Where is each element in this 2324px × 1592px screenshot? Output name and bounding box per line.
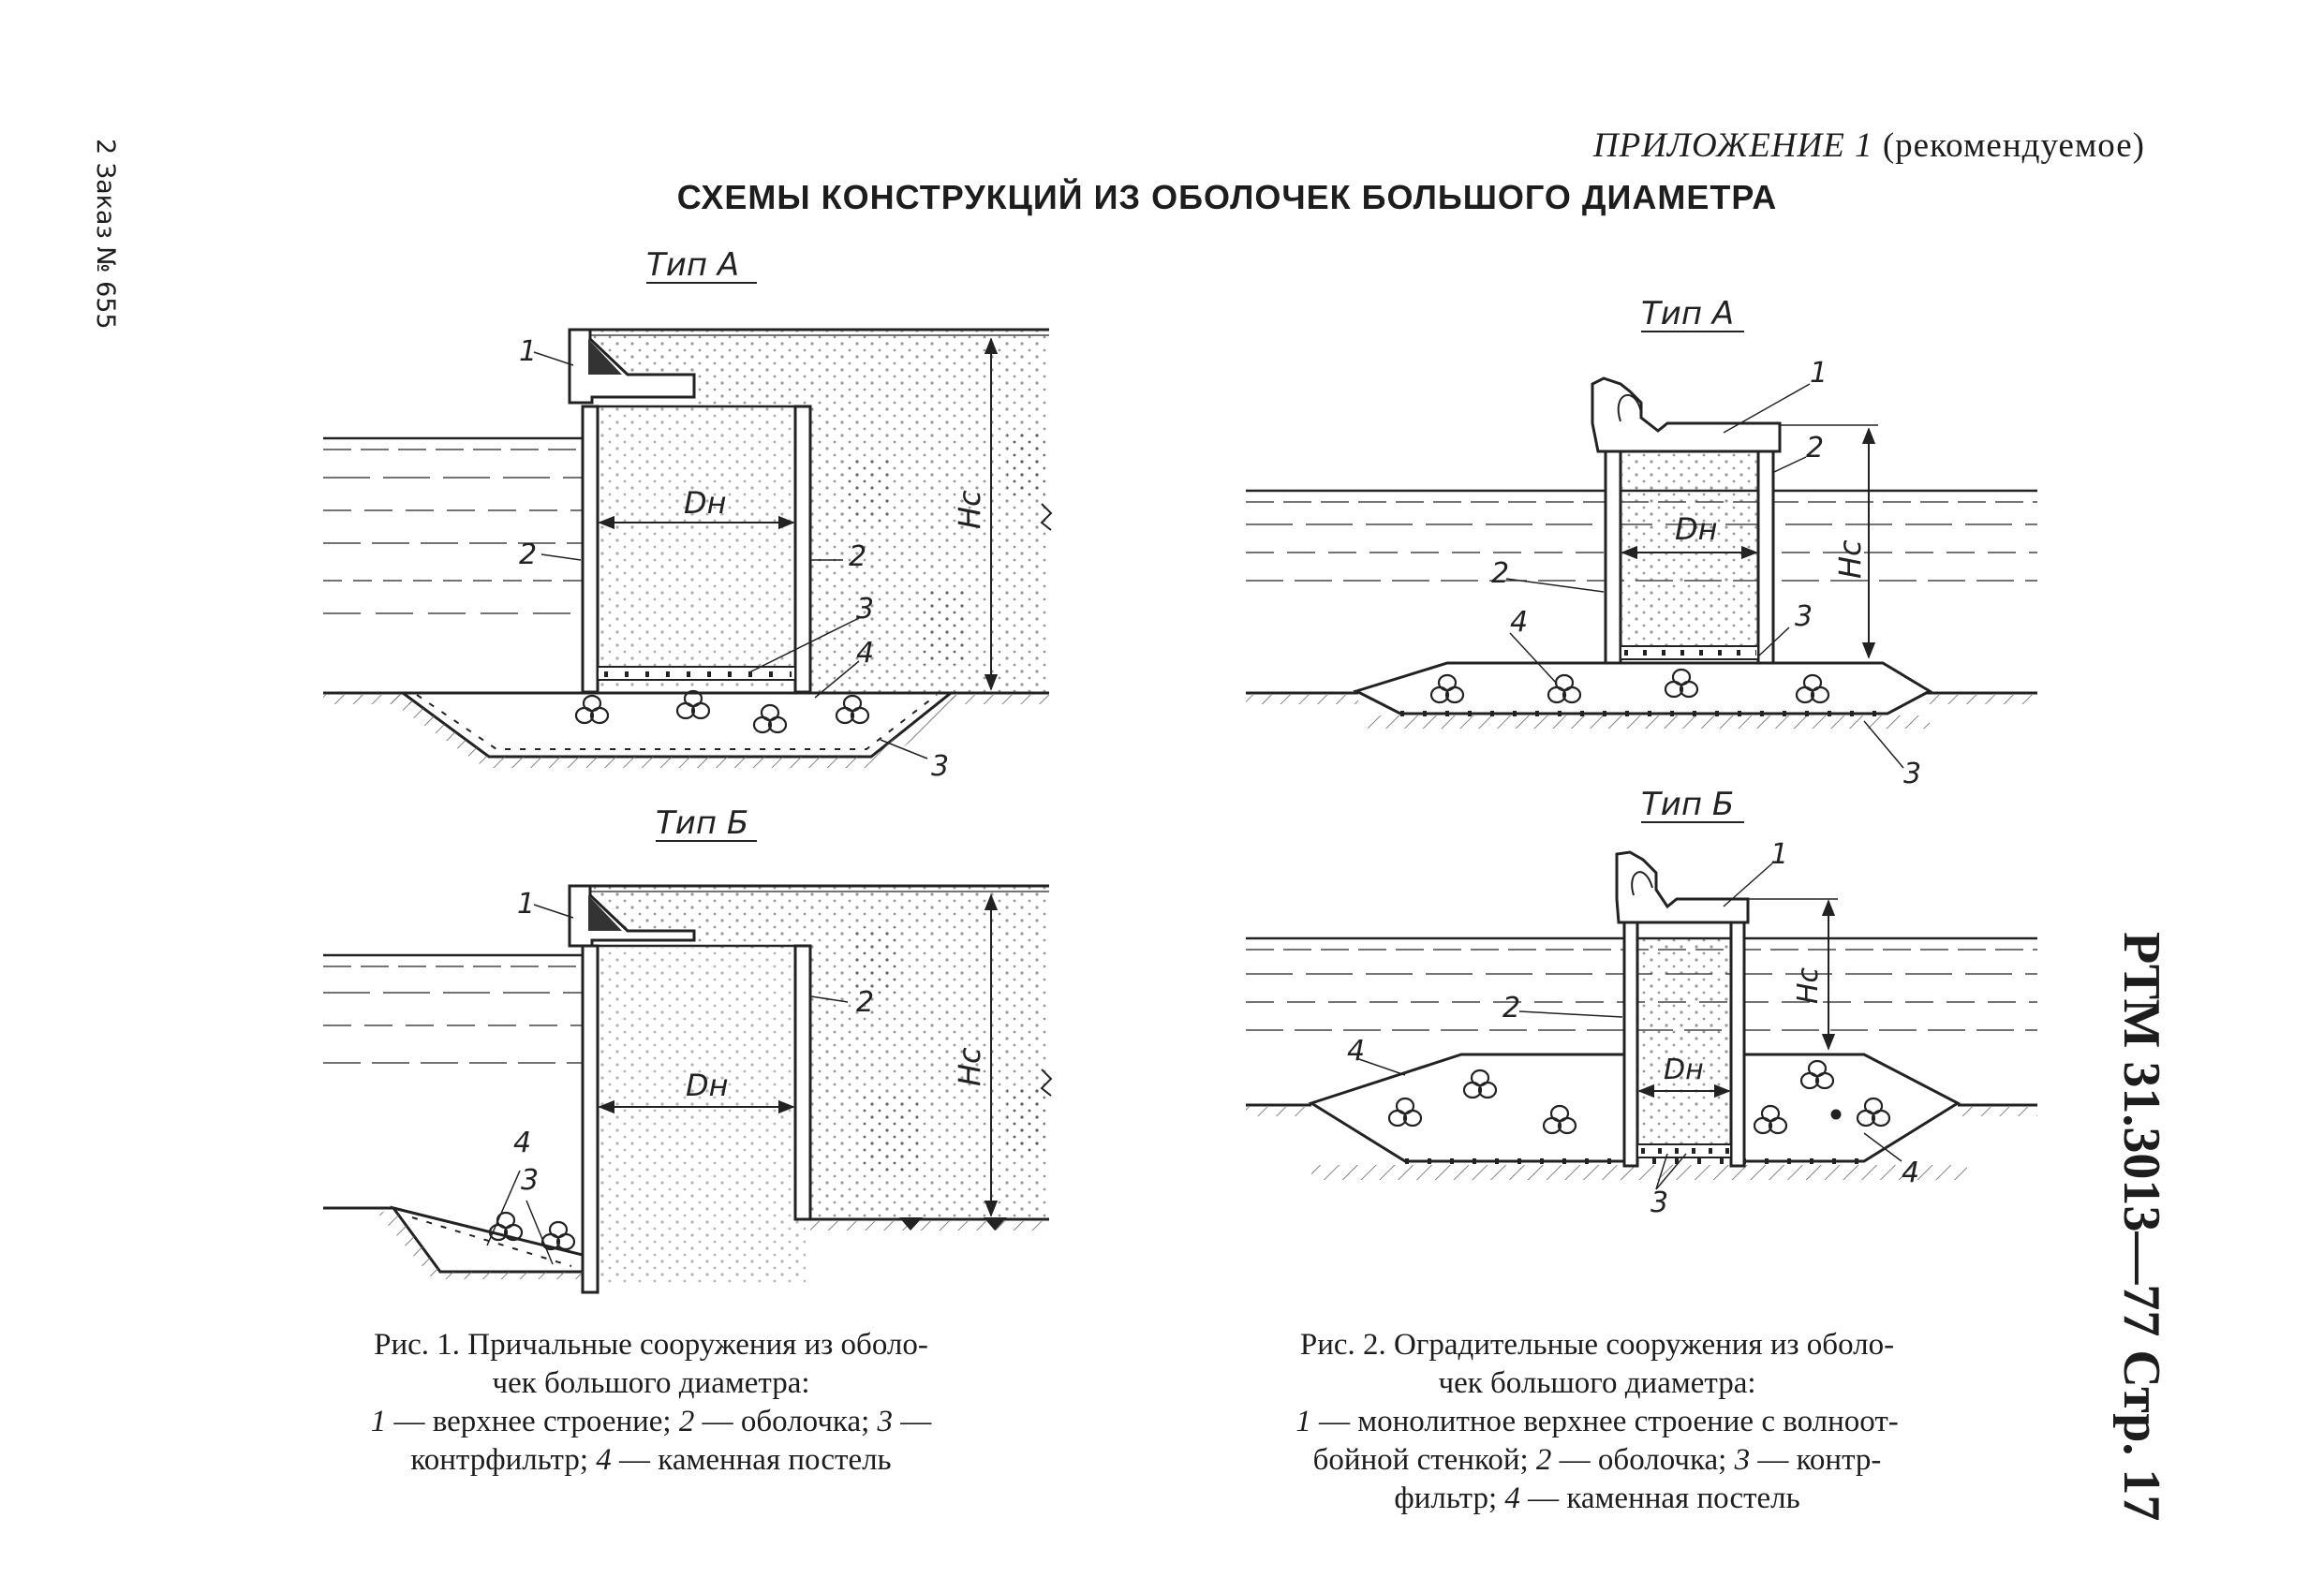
figure-1-caption: Рис. 1. Причальные сооружения из оболо- … — [281, 1326, 1021, 1480]
fig1-type-b-title: Тип Б — [656, 804, 748, 842]
fig2-type-a-drawing — [1246, 376, 2037, 769]
fig2-type-a-title: Тип А — [1641, 295, 1734, 332]
callout-2: 2 — [849, 540, 866, 573]
dimension-height: Hс — [1832, 539, 1868, 579]
dimension-diameter: Dн — [1664, 1054, 1704, 1086]
callout-1: 1 — [519, 335, 537, 368]
fig1-type-b-drawing — [323, 884, 1053, 1294]
callout-2: 2 — [1491, 557, 1509, 590]
callout-4: 4 — [1510, 606, 1528, 639]
fig2-type-a-labels: Тип А 1 2 2 4 3 3 Dн Hс — [1491, 295, 1921, 790]
fig2-type-b-title: Тип Б — [1641, 786, 1734, 823]
callout-2: 2 — [519, 538, 537, 571]
fig1-type-a-labels: Тип А 1 2 2 3 4 3 Dн Hс — [519, 246, 987, 783]
caption-legend-line: контрфильтр; 4 — каменная постель — [410, 1443, 892, 1477]
dimension-height: Hс — [952, 490, 987, 529]
callout-1: 1 — [517, 888, 535, 921]
callout-3: 3 — [856, 593, 874, 626]
page-title: СХЕМЫ КОНСТРУКЦИЙ ИЗ ОБОЛОЧЕК БОЛЬШОГО Д… — [676, 178, 1778, 216]
caption-line: Рис. 1. Причальные сооружения из оболо- — [374, 1328, 928, 1362]
callout-3: 3 — [931, 750, 949, 783]
caption-legend-line: бойной стенкой; 2 — оболочка; 3 — контр- — [1312, 1443, 1882, 1477]
callout-4: 4 — [513, 1127, 531, 1159]
caption-line: чек большого диаметра: — [1438, 1366, 1756, 1400]
callout-3: 3 — [1903, 758, 1921, 790]
callout-4: 4 — [1347, 1035, 1365, 1068]
dimension-diameter: Dн — [1675, 511, 1718, 547]
appendix-label: ПРИЛОЖЕНИЕ 1 — [1592, 126, 1873, 165]
callout-2: 2 — [1502, 992, 1520, 1024]
fig1-type-b-labels: Тип Б 1 2 4 3 Dн Hс — [513, 804, 987, 1197]
callout-3: 3 — [1650, 1187, 1668, 1219]
callout-4: 4 — [856, 637, 874, 670]
fig2-type-b-labels: Тип Б 1 2 4 4 3 Dн Hс — [1347, 786, 1919, 1219]
caption-legend-line: 1 — верхнее строение; 2 — оболочка; 3 — — [370, 1405, 932, 1438]
caption-legend-line: фильтр; 4 — каменная постель — [1394, 1481, 1800, 1515]
dimension-height: Hс — [1792, 966, 1825, 1004]
callout-3: 3 — [521, 1164, 539, 1197]
fig1-type-a-drawing — [323, 328, 1053, 768]
callout-4: 4 — [1902, 1157, 1919, 1189]
caption-line: Рис. 2. Оградительные сооружения из обол… — [1299, 1328, 1895, 1362]
callout-3: 3 — [1795, 600, 1813, 633]
callout-2: 2 — [856, 986, 874, 1019]
callout-1: 1 — [1770, 838, 1788, 871]
caption-line: чек большого диаметра: — [492, 1366, 810, 1400]
caption-legend-line: 1 — монолитное верхнее строение с волноо… — [1295, 1405, 1899, 1438]
callout-1: 1 — [1810, 357, 1828, 390]
figure-2-caption: Рис. 2. Оградительные сооружения из обол… — [1208, 1326, 1986, 1518]
appendix-heading: ПРИЛОЖЕНИЕ 1 (рекомендуемое) — [1499, 125, 2145, 166]
appendix-note: (рекомендуемое) — [1882, 126, 2145, 165]
fig2-type-b-drawing — [1246, 850, 2037, 1190]
dimension-height: Hс — [952, 1047, 987, 1086]
callout-2: 2 — [1806, 432, 1824, 464]
dimension-diameter: Dн — [684, 485, 727, 521]
fig1-type-a-title: Тип А — [646, 246, 739, 284]
dimension-diameter: Dн — [686, 1068, 729, 1103]
